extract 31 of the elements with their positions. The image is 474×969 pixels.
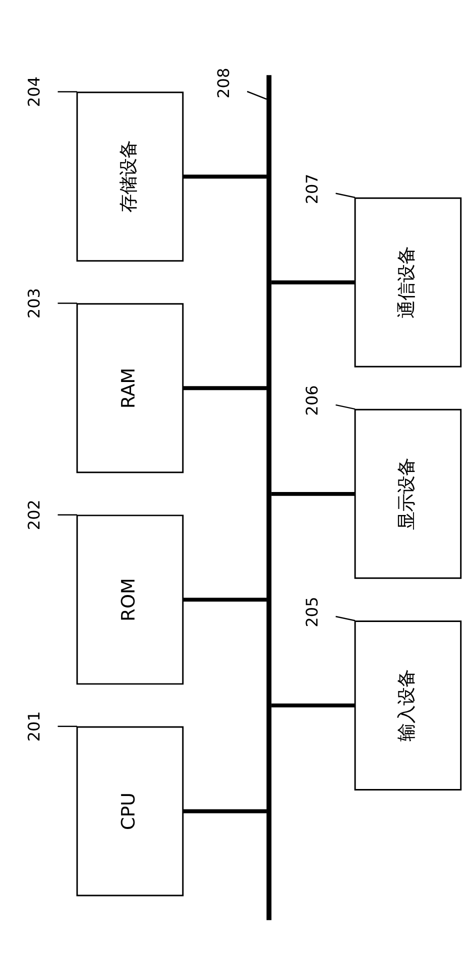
connector [58, 302, 78, 304]
connector [271, 491, 356, 496]
node-box: ROM [76, 514, 184, 684]
connector [336, 192, 356, 198]
connector [182, 597, 267, 602]
connector [182, 174, 267, 178]
node-box: RAM [76, 302, 184, 473]
connector [58, 725, 78, 726]
node-bar [266, 74, 272, 920]
node-box: 通信设备 [354, 196, 462, 367]
connector [58, 90, 78, 92]
node-text: 208 [214, 67, 233, 98]
connector [182, 808, 267, 813]
node-box: CPU [76, 726, 184, 896]
connector [271, 280, 356, 284]
node-box: 存储设备 [76, 91, 184, 262]
node-text: 203 [24, 288, 44, 318]
connector [182, 386, 267, 390]
connector [336, 404, 356, 410]
connector [336, 615, 356, 621]
node-text: 206 [302, 384, 322, 416]
node-text: 205 [302, 596, 322, 627]
connector [58, 514, 78, 515]
node-text: 207 [302, 173, 322, 204]
node-text: 202 [24, 499, 44, 530]
node-box: 输入设备 [354, 620, 462, 790]
node-text: 201 [24, 710, 44, 742]
node-text: 204 [24, 76, 44, 106]
connector [271, 703, 356, 707]
connector [246, 90, 267, 100]
node-box: 显示设备 [354, 408, 462, 578]
